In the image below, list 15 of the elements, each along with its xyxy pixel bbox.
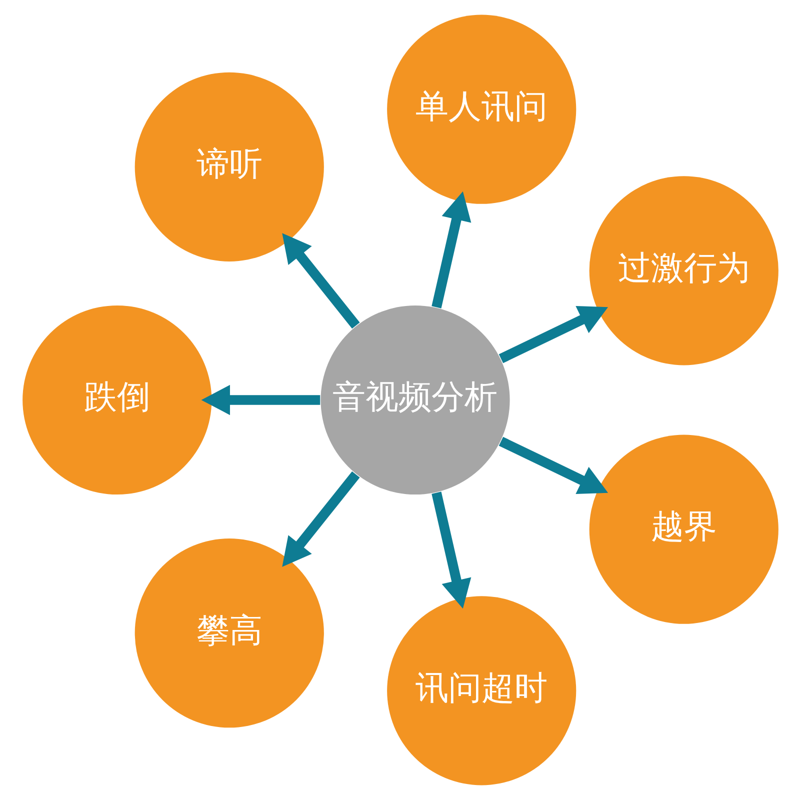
- node-circle: 攀高: [134, 538, 324, 728]
- node-circle: 讯问超时: [386, 596, 576, 786]
- arrow: [200, 384, 320, 416]
- node-circle: 过激行为: [588, 176, 778, 366]
- node-circle: 谛听: [134, 72, 324, 262]
- node-circle: 越界: [588, 434, 778, 624]
- node-circle: 单人讯问: [386, 14, 576, 204]
- arrow: [498, 306, 608, 364]
- node-circle: 音视频分析: [320, 305, 510, 495]
- node-circle: 跌倒: [22, 305, 212, 495]
- arrow: [431, 492, 471, 609]
- arrow: [431, 191, 471, 308]
- arrow: [498, 436, 608, 494]
- arrow: [282, 233, 360, 329]
- arrow: [282, 471, 360, 567]
